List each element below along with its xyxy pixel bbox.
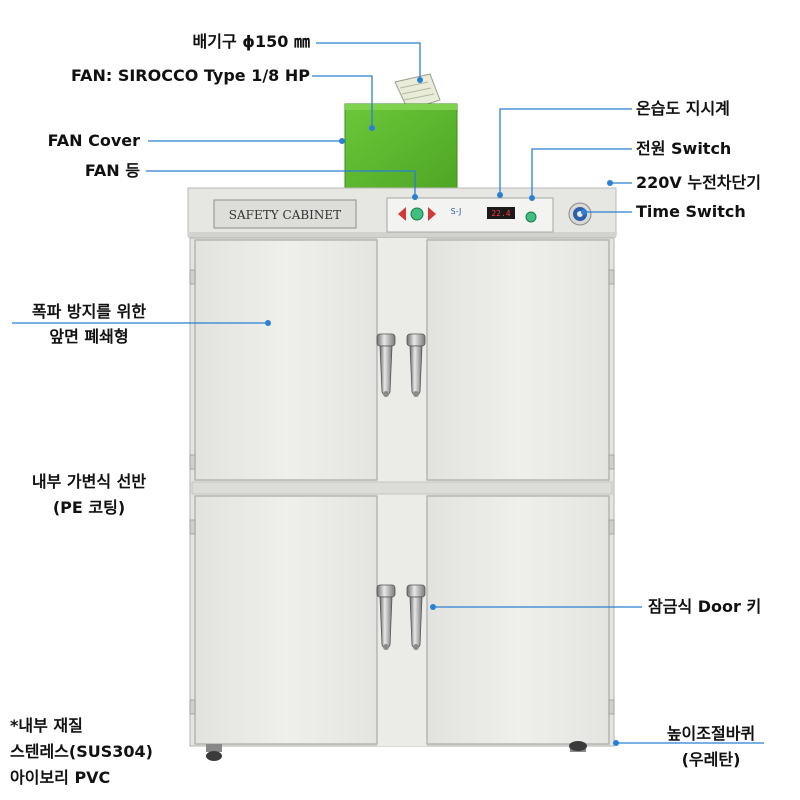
door-handle-top-left-icon[interactable] bbox=[376, 333, 396, 397]
display-value: 22.4 bbox=[491, 209, 510, 218]
label-material-line2: 스텐레스(SUS304) bbox=[10, 742, 153, 761]
label-front-seal-line2: 앞면 폐쇄형 bbox=[49, 327, 129, 346]
label-shelf-line2: (PE 코팅) bbox=[52, 498, 126, 517]
panel-logo: S-J bbox=[451, 207, 462, 216]
leader-dots bbox=[265, 77, 619, 746]
label-fan: FAN: SIROCCO Type 1/8 HP bbox=[70, 66, 310, 85]
power-switch-button[interactable] bbox=[525, 211, 537, 223]
label-door-key: 잠금식 Door 키 bbox=[648, 597, 762, 616]
label-fan-cover: FAN Cover bbox=[47, 131, 140, 150]
caster-right-icon bbox=[569, 741, 587, 752]
label-caster-line1: 높이조절바퀴 bbox=[666, 724, 756, 743]
label-material-line3: 아이보리 PVC bbox=[10, 768, 111, 787]
door-bottom-right[interactable] bbox=[426, 495, 610, 745]
label-fan-lamp: FAN 등 bbox=[84, 161, 140, 180]
fan-cover-box bbox=[344, 103, 458, 191]
fan-lamp-indicator bbox=[398, 207, 436, 221]
label-thermo-hygrometer: 온습도 지시계 bbox=[636, 99, 730, 118]
cabinet-header: SAFETY CABINET S-J 22.4 bbox=[187, 187, 617, 238]
time-switch-dial[interactable] bbox=[568, 202, 592, 226]
label-exhaust: 배기구 ϕ150 ㎜ bbox=[192, 32, 310, 51]
label-shelf-line1: 내부 가변식 선반 bbox=[31, 472, 147, 491]
door-bottom-left[interactable] bbox=[194, 495, 378, 745]
label-breaker: 220V 누전차단기 bbox=[636, 173, 761, 192]
thermo-hygrometer-display: 22.4 bbox=[487, 207, 515, 219]
door-handle-bottom-right-icon[interactable] bbox=[406, 584, 426, 650]
label-front-seal-line1: 폭파 방지를 위한 bbox=[31, 302, 147, 321]
door-handle-bottom-left-icon[interactable] bbox=[376, 584, 396, 650]
label-power-switch: 전원 Switch bbox=[636, 139, 732, 158]
leader-lines bbox=[12, 42, 764, 744]
caster-left-icon bbox=[206, 744, 222, 761]
label-caster-line2: (우레탄) bbox=[681, 750, 741, 769]
door-top-right[interactable] bbox=[426, 239, 610, 481]
cabinet-brand-label: SAFETY CABINET bbox=[229, 208, 341, 222]
label-material-line1: *내부 재질 bbox=[10, 716, 83, 735]
exhaust-duct-paper-icon bbox=[394, 73, 441, 111]
door-handle-top-right-icon[interactable] bbox=[406, 333, 426, 397]
label-time-switch: Time Switch bbox=[636, 202, 746, 221]
door-top-left[interactable] bbox=[194, 239, 378, 481]
